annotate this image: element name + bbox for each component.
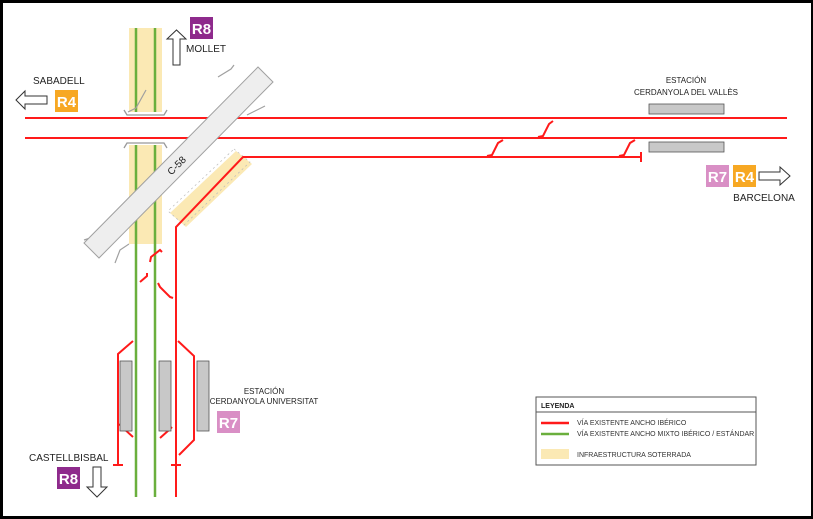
barcelona-label: BARCELONA bbox=[733, 193, 795, 204]
platform-valles-north bbox=[648, 103, 725, 115]
platform-universitat-east bbox=[196, 360, 210, 432]
station-valles-line2: CERDANYOLA DEL VALLÈS bbox=[634, 88, 738, 97]
badge-r7-barcelona-text: R7 bbox=[708, 169, 727, 186]
badge-r4-sabadell-text: R4 bbox=[57, 94, 77, 111]
castellbisbal-label: CASTELLBISBAL bbox=[29, 453, 109, 464]
mollet-label: MOLLET bbox=[186, 44, 226, 55]
badge-r8-castellbisbal bbox=[57, 467, 80, 489]
up-arrow-icon bbox=[165, 29, 188, 66]
direction-barcelona: R7 R4 BARCELONA bbox=[706, 165, 795, 204]
legend-title: LEYENDA bbox=[541, 403, 574, 410]
badge-r8-mollet bbox=[190, 17, 213, 39]
right-arrow-icon bbox=[758, 165, 791, 187]
road-c58: C-58 bbox=[83, 64, 274, 264]
badge-r7-universitat-text: R7 bbox=[219, 415, 238, 432]
tunnel-portal-south bbox=[123, 142, 168, 149]
direction-castellbisbal: CASTELLBISBAL R8 bbox=[29, 453, 109, 498]
down-arrow-icon bbox=[85, 466, 109, 498]
platforms bbox=[119, 103, 725, 432]
direction-mollet: R8 MOLLET bbox=[165, 17, 226, 66]
badge-r4-barcelona-text: R4 bbox=[735, 169, 755, 186]
left-arrow-icon bbox=[15, 89, 48, 111]
station-universitat-line1: ESTACIÓN bbox=[244, 387, 285, 396]
badge-r7-barcelona bbox=[706, 165, 729, 187]
platform-universitat-west bbox=[119, 360, 133, 432]
badge-r4-sabadell bbox=[55, 90, 78, 112]
legend-label-underground: INFRAESTRUCTURA SOTERRADA bbox=[577, 452, 691, 459]
platform-universitat-middle bbox=[158, 360, 172, 432]
station-cerdanyola-valles: ESTACIÓN CERDANYOLA DEL VALLÈS bbox=[634, 76, 738, 97]
legend: LEYENDA VÍA EXISTENTE ANCHO IBÉRICO VÍA … bbox=[535, 396, 757, 466]
platform-valles-south bbox=[648, 141, 725, 153]
badge-r8-castellbisbal-text: R8 bbox=[59, 471, 78, 488]
sabadell-label: SABADELL bbox=[33, 76, 85, 87]
badge-r7-universitat bbox=[217, 411, 240, 433]
iberian-tracks bbox=[25, 117, 787, 497]
station-cerdanyola-universitat: ESTACIÓN CERDANYOLA UNIVERSITAT R7 bbox=[210, 387, 319, 433]
direction-sabadell: SABADELL R4 bbox=[15, 76, 85, 112]
station-universitat-line2: CERDANYOLA UNIVERSITAT bbox=[210, 397, 319, 406]
station-valles-line1: ESTACIÓN bbox=[666, 76, 707, 85]
legend-label-mixed: VÍA EXISTENTE ANCHO MIXTO IBÉRICO / ESTÁ… bbox=[577, 429, 754, 438]
badge-r4-barcelona bbox=[733, 165, 756, 187]
tunnel-portal-north bbox=[123, 109, 168, 116]
legend-label-iberian: VÍA EXISTENTE ANCHO IBÉRICO bbox=[577, 418, 687, 427]
underground-zone-north bbox=[129, 28, 162, 112]
legend-swatch-underground bbox=[541, 449, 569, 459]
badge-r8-mollet-text: R8 bbox=[192, 21, 211, 38]
